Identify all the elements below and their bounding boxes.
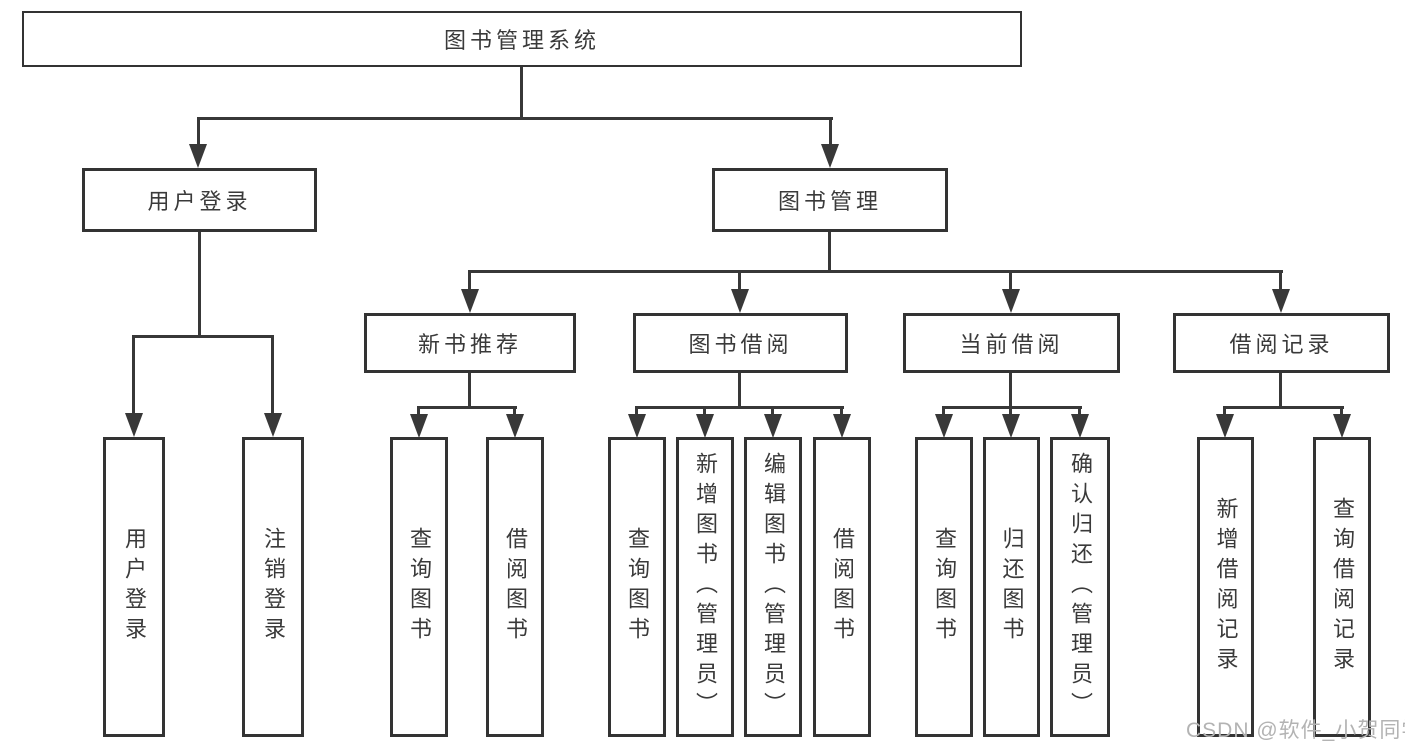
user-login-hline [132,335,274,338]
arrow-shaft-line [840,406,843,416]
current-borrow-stub-line [1009,373,1012,409]
down-arrow-icon [189,144,207,168]
leaf-edit-books-admin: 编辑图书（管理员） [744,437,802,737]
level1-hline [197,117,833,120]
down-arrow-icon [935,414,953,438]
node-borrow-records-label: 借阅记录 [1229,332,1334,357]
arrow-shaft-line [635,406,638,416]
down-arrow-icon [1333,414,1351,438]
arrow-shaft-line [132,335,135,415]
leaf-query-books-label: 查询图书 [625,527,650,647]
arrow-shaft-line [1078,406,1081,416]
arrow-shaft-line [1223,406,1226,416]
down-arrow-icon [410,414,428,438]
leaf-borrow-books-label: 借阅图书 [830,527,855,647]
leaf-add-borrow-record-label: 新增借阅记录 [1213,497,1239,677]
node-book-management-label: 图书管理 [777,189,882,214]
leaf-query-borrow-record: 查询借阅记录 [1313,437,1371,737]
node-root: 图书管理系统 [22,11,1022,67]
down-arrow-icon [1002,289,1020,313]
book-borrow-stub-line [738,373,741,409]
leaf-logout: 注销登录 [242,437,304,737]
leaf-return-books-label: 归还图书 [999,527,1025,647]
node-user-login: 用户登录 [82,168,317,232]
leaf-edit-books-admin-label: 编辑图书（管理员） [761,452,786,722]
node-borrow-records: 借阅记录 [1173,313,1390,373]
arrow-shaft-line [1009,406,1012,416]
current-borrow-hline [942,406,1082,409]
leaf-query-books-label: 查询图书 [407,527,432,647]
node-new-book-recommend-label: 新书推荐 [417,332,522,357]
leaf-user-login-label: 用户登录 [122,527,147,647]
arrow-shaft-line [771,406,774,416]
leaf-add-books-admin-label: 新增图书（管理员） [693,452,718,722]
leaf-borrow-books-label: 借阅图书 [503,527,528,647]
node-current-borrow: 当前借阅 [903,313,1120,373]
arrow-shaft-line [703,406,706,416]
leaf-borrow-books: 借阅图书 [813,437,871,737]
down-arrow-icon [833,414,851,438]
leaf-add-books-admin: 新增图书（管理员） [676,437,734,737]
node-new-book-recommend: 新书推荐 [364,313,576,373]
level3-hline [468,270,1283,273]
leaf-logout-label: 注销登录 [261,527,286,647]
leaf-query-books: 查询图书 [915,437,973,737]
down-arrow-icon [1272,289,1290,313]
leaf-confirm-return-admin-label: 确认归还（管理员） [1068,452,1093,722]
down-arrow-icon [696,414,714,438]
down-arrow-icon [506,414,524,438]
root-stub-line [520,67,523,119]
leaf-query-books: 查询图书 [390,437,448,737]
leaf-return-books: 归还图书 [983,437,1040,737]
down-arrow-icon [461,289,479,313]
leaf-user-login: 用户登录 [103,437,165,737]
arrow-shaft-line [197,117,200,147]
node-user-login-label: 用户登录 [147,189,252,214]
user-login-stub-line [198,232,201,337]
down-arrow-icon [764,414,782,438]
down-arrow-icon [125,413,143,437]
arrow-shaft-line [417,406,420,416]
leaf-confirm-return-admin: 确认归还（管理员） [1050,437,1110,737]
new-book-hline [417,406,517,409]
down-arrow-icon [264,413,282,437]
down-arrow-icon [628,414,646,438]
arrow-shaft-line [1340,406,1343,416]
down-arrow-icon [1002,414,1020,438]
borrow-records-stub-line [1279,373,1282,409]
borrow-records-hline [1223,406,1344,409]
down-arrow-icon [1216,414,1234,438]
arrow-shaft-line [271,335,274,415]
down-arrow-icon [821,144,839,168]
node-current-borrow-label: 当前借阅 [959,332,1064,357]
leaf-add-borrow-record: 新增借阅记录 [1197,437,1254,737]
arrow-shaft-line [738,270,741,292]
node-book-management: 图书管理 [712,168,948,232]
down-arrow-icon [1071,414,1089,438]
new-book-stub-line [468,373,471,409]
arrow-shaft-line [942,406,945,416]
leaf-borrow-books: 借阅图书 [486,437,544,737]
book-mgmt-stub-line [828,232,831,272]
arrow-shaft-line [513,406,516,416]
arrow-shaft-line [1279,270,1282,292]
leaf-query-books: 查询图书 [608,437,666,737]
leaf-query-borrow-record-label: 查询借阅记录 [1330,497,1355,677]
node-root-label: 图书管理系统 [443,28,600,53]
book-borrow-hline [635,406,844,409]
arrow-shaft-line [1009,270,1012,292]
arrow-shaft-line [829,117,832,147]
node-book-borrow-label: 图书借阅 [688,332,793,357]
csdn-watermark: CSDN @软件_小贺同学 [1186,719,1405,742]
leaf-query-books-label: 查询图书 [932,527,957,647]
node-book-borrow: 图书借阅 [633,313,848,373]
down-arrow-icon [731,289,749,313]
arrow-shaft-line [468,270,471,292]
